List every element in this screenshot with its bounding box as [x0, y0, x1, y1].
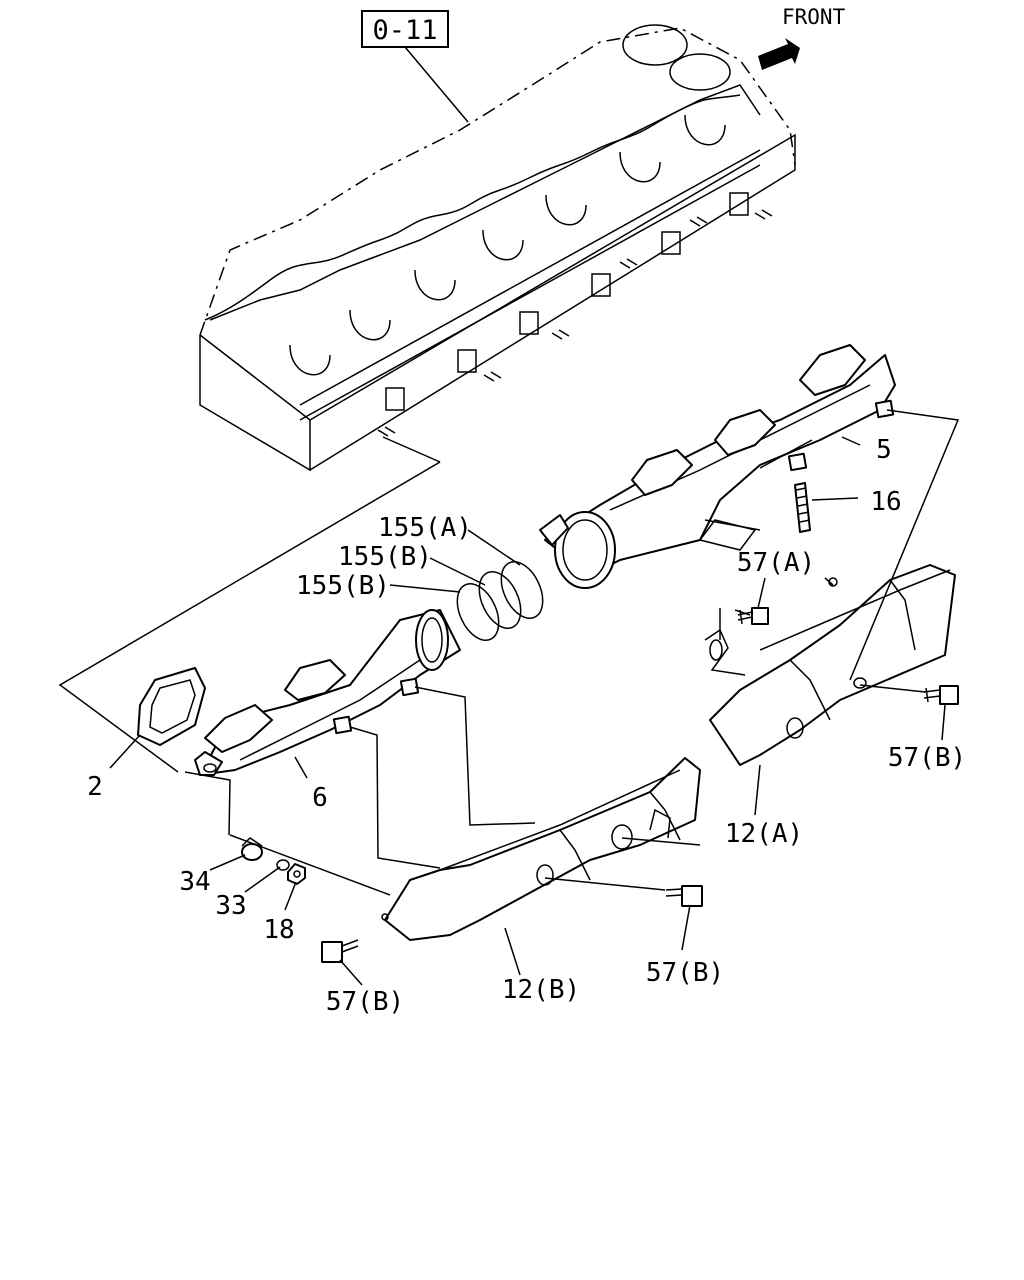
callout-155b-lower[interactable]: 155(B) — [296, 571, 390, 601]
callout-12b[interactable]: 12(B) — [502, 975, 580, 1005]
callout-2[interactable]: 2 — [87, 772, 103, 802]
callout-57b-left[interactable]: 57(B) — [326, 987, 404, 1017]
callout-57b-right[interactable]: 57(B) — [888, 743, 966, 773]
callout-12a[interactable]: 12(A) — [725, 819, 803, 849]
nut-18[interactable] — [287, 863, 306, 885]
reference-label: 0-11 — [372, 15, 437, 46]
leader-lines — [109, 436, 946, 986]
seal-rings[interactable] — [449, 555, 551, 647]
bolt-57b-mid[interactable] — [665, 885, 703, 907]
callout-155b-upper[interactable]: 155(B) — [338, 542, 432, 572]
stud[interactable] — [794, 482, 811, 533]
gasket[interactable] — [137, 667, 206, 746]
callout-18[interactable]: 18 — [263, 915, 294, 945]
reference-box[interactable]: 0-11 — [361, 10, 449, 48]
callout-16[interactable]: 16 — [870, 487, 901, 517]
callout-155a[interactable]: 155(A) — [378, 513, 472, 543]
washer-33[interactable] — [276, 859, 290, 871]
callout-5[interactable]: 5 — [876, 435, 892, 465]
callout-labels: 2 5 6 16 155(A) 155(B) 155(B) 57(A) 57(B… — [87, 435, 966, 1017]
bolt-57b-left[interactable] — [321, 939, 359, 963]
front-arrow-icon — [758, 38, 800, 70]
bolt-57b-right[interactable] — [923, 685, 959, 705]
reference-leader — [404, 46, 469, 123]
bolt-57a[interactable] — [737, 607, 769, 625]
callout-57a[interactable]: 57(A) — [737, 548, 815, 578]
cylinder-head — [199, 24, 796, 472]
exhaust-manifold-front[interactable] — [539, 344, 896, 589]
assembly-lines — [58, 409, 960, 896]
callout-34[interactable]: 34 — [179, 867, 210, 897]
exhaust-manifold-rear[interactable] — [194, 609, 461, 776]
heat-shield-rear[interactable] — [381, 757, 701, 941]
front-label: FRONT — [782, 5, 846, 29]
heat-shield-front[interactable] — [704, 564, 956, 766]
callout-6[interactable]: 6 — [312, 783, 328, 813]
callout-57b-mid[interactable]: 57(B) — [646, 958, 724, 988]
callout-33[interactable]: 33 — [215, 891, 246, 921]
